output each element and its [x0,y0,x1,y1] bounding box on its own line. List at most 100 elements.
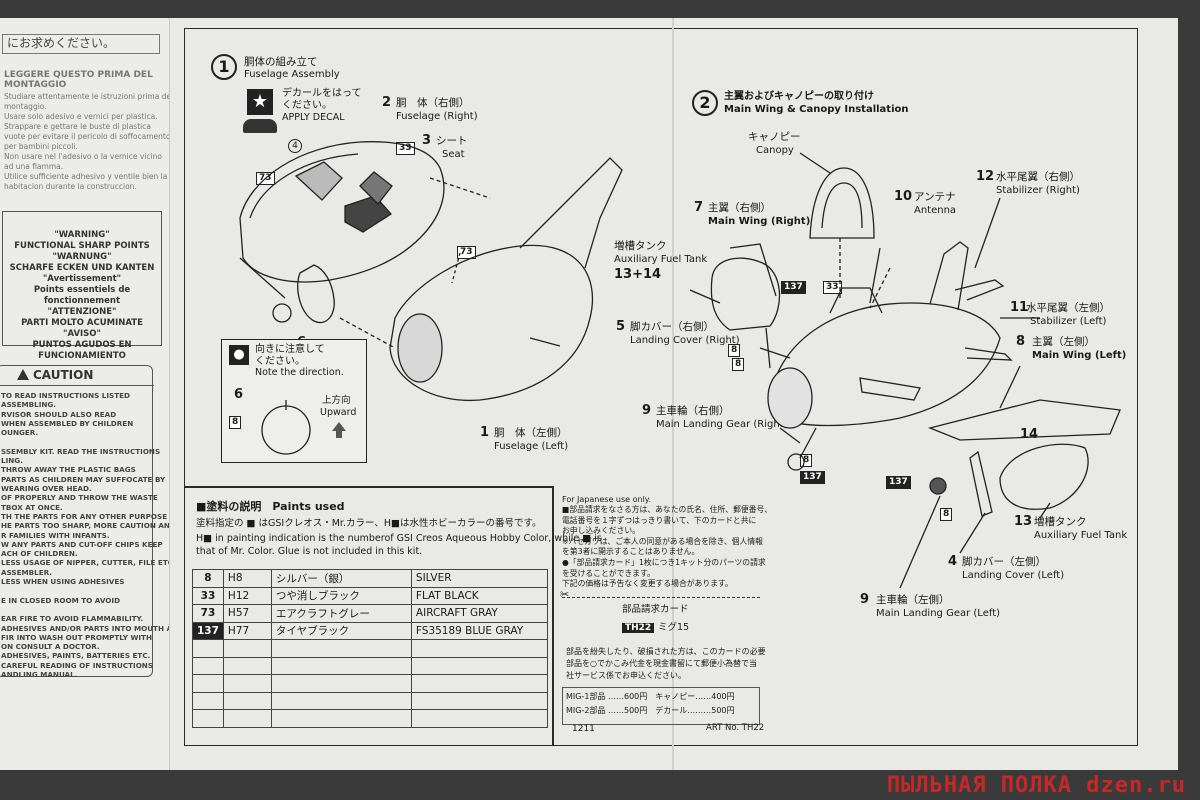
italian-line: Non usare nel l'adesivo o la vernice vic… [4,152,162,161]
italian-line: Strappare e gettare le buste di plastica [4,122,151,131]
wing-left-drawing [927,399,1121,441]
decal-star-icon: ★ [247,89,273,115]
instruction-sheet: にお求めください。 LEGGERE QUESTO PRIMA DEL MONTA… [0,18,1178,770]
paint-ref-137-a: 137 [781,281,806,294]
tank-part-numbers: 13+14 [614,267,662,282]
decal-note-jp: デカールをはって [282,88,362,99]
tank-label-jp: 増槽タンク [614,240,667,252]
part-13-number: 13 [1014,514,1033,529]
caution-line: ACH OF CHILDREN. [1,549,78,559]
caution-line: ANDLING MANUAL. [1,670,78,679]
paint-empty-cell [410,656,549,675]
caution-line: ON CONSULT A DOCTOR. [1,642,100,652]
parts-request-card: 部品請求カード TH22 ミグ15 部品を紛失したり、破損された方は、このカード… [562,603,766,735]
caution-line: RVISOR SHOULD ALSO READ [1,409,117,419]
warning-line: FUNCTIONAL SHARP POINTS [14,241,150,251]
tank-label-en: Auxiliary Fuel Tank [614,254,708,265]
paint-en-cell: FLAT BLACK [410,586,549,605]
paint-empty-cell [410,709,549,728]
paint-empty-cell [222,639,272,658]
part-1-label-jp: 胴 体（左側） [494,427,568,439]
caution-line: W ANY PARTS AND CUT-OFF CHIPS KEEP [1,539,163,549]
step-1-title-en: Fuselage Assembly [244,69,340,80]
parts-card-price-2: MIG-2部品 ……500円 デカール………500円 [566,706,735,715]
paints-desc-en-2: that of Mr. Color. Glue is not included … [196,546,423,557]
part-8-label-en: Main Wing (Left) [1032,350,1127,361]
parts-card-code: TH22 [622,623,655,634]
up-arrow-icon [332,422,346,431]
japan-notice-line: を受けることができます。 [562,568,655,578]
step-2-title-en: Main Wing & Canopy Installation [724,104,909,115]
canopy-label-en: Canopy [756,145,794,156]
paint-empty-cell [410,691,549,710]
sheet-number: 1211 [572,724,595,734]
instruction-frame [184,28,1138,746]
paint-empty-cell [270,709,412,728]
caution-line: WHEN ASSEMBLED BY CHILDREN [1,418,134,428]
parts-card-line: 社サービス係でお申込ください。 [566,671,686,680]
part-13-label-jp: 増槽タンク [1034,516,1087,528]
caution-drop-icon: ● [229,345,249,365]
direction-note-en: Note the direction. [255,367,344,378]
paint-h-cell: H57 [222,604,272,623]
art-number: ART No. TH22 [706,723,765,733]
inset-paint-ref: 8 [229,416,242,429]
paint-ref-8-a: 8 [732,358,745,371]
paint-ref-33: 33 [396,142,415,155]
warning-line: PARTI MOLTO ACUMINATE [21,318,143,328]
step-2-title-jp: 主翼およびキャノピーの取り付け [724,91,874,102]
part-2-label-en: Fuselage (Right) [396,111,478,122]
paints-heading: ■塗料の説明 Paints used [196,500,345,513]
paint-code-cell: 73 [192,604,224,623]
decal-note-jp-2: ください。 [282,100,332,111]
left-page-warnings: にお求めください。 LEGGERE QUESTO PRIMA DEL MONTA… [0,18,170,770]
paint-empty-cell [410,674,549,693]
japan-notice-line: ※ハセガワは、ご本人の同意がある場合を除き、個人情報 [562,536,763,546]
italian-line: vuote per evitare il pericolo di soffoca… [4,132,170,141]
part-9-left-number: 9 [860,592,870,607]
parts-card-line: 部品を紛失したり、破損された方は、このカードの必要 [566,647,766,656]
part-12-label-jp: 水平尾翼（右側） [996,171,1080,183]
caution-line: R FAMILIES WITH INFANTS. [1,530,110,540]
caution-line: LESS USAGE OF NIPPER, CUTTER, FILE ETC. [1,558,170,568]
part-12-number: 12 [976,169,995,184]
step-1-title-jp: 胴体の組み立て [244,56,318,68]
paint-ref-33-b: 33 [823,281,842,294]
assembly-drawings [239,141,1121,589]
paint-jp-cell: タイヤブラック [270,621,412,640]
paint-empty-cell [192,691,224,710]
caution-line: HE PARTS TOO SHARP, MORE CAUTION AND [1,521,170,531]
caution-line: TBOX AT ONCE. [1,502,63,512]
fuselage-left-drawing [389,244,594,402]
paint-h-cell: H12 [222,586,272,605]
fuselage-assembled-drawing [769,302,1001,427]
part-2-label-jp: 胴 体（右側） [396,97,470,109]
parts-card-line: 部品を○でかこみ代金を現金書留にて郵便小為替で当 [566,659,757,668]
part-9-label-en: Main Landing Gear (Right) [656,419,788,430]
warning-box: "WARNING"FUNCTIONAL SHARP POINTS"WARNUNG… [2,211,162,361]
fuel-tank-right-drawing [710,257,781,331]
japan-notice-line: 電話番号を１字ずつはっきり書いて、下のカードと共に [562,515,757,525]
caution-line: THROW AWAY THE PLASTIC BAGS [1,465,136,475]
part-3-number: 3 [422,133,432,148]
caution-line: E IN CLOSED ROOM TO AVOID [1,595,121,605]
warning-line: Points essentiels de fonctionnement [33,285,131,306]
canopy-drawing [809,167,875,239]
paint-ref-8-d: 8 [728,344,741,357]
paint-empty-cell [222,656,272,675]
direction-note-jp-2: ください。 [255,356,305,367]
paint-row [192,656,549,675]
paint-jp-cell: シルバー（銀） [270,569,412,588]
paint-empty-cell [192,709,224,728]
paint-ref-137-c: 137 [886,476,911,489]
page-fold [672,18,674,770]
paint-empty-cell [270,639,412,658]
japan-notice-line: を第3者に開示することはありません。 [562,547,700,557]
warning-triangle-icon [17,369,29,380]
italian-line: montaggio. [4,102,47,111]
parts-card-title: 部品請求カード [622,604,689,615]
paint-code-cell: 33 [192,586,224,605]
warning-line: SCHARFE ECKEN UND KANTEN [9,263,155,273]
